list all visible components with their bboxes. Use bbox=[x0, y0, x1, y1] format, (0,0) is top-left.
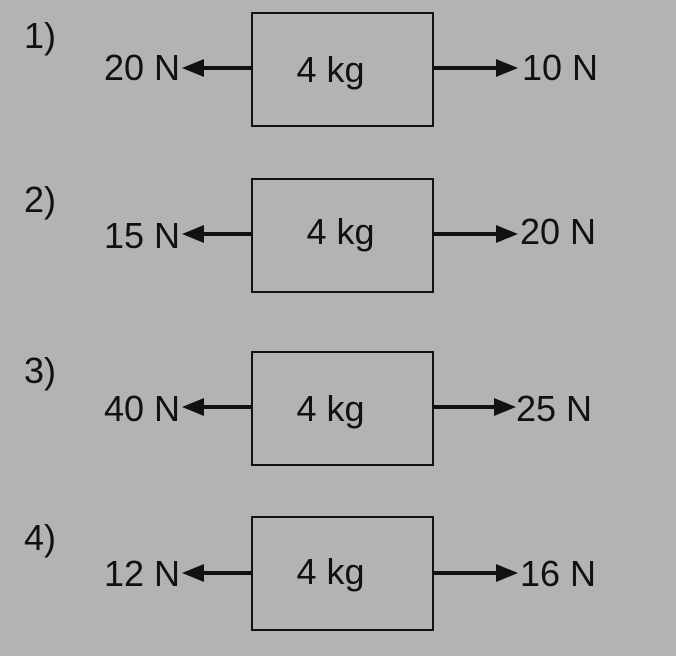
mass-box: 4 kg bbox=[251, 12, 434, 127]
right-force-label: 10 N bbox=[522, 47, 599, 88]
mass-box: 4 kg bbox=[251, 516, 434, 631]
left-force-arrow-icon bbox=[182, 564, 251, 582]
problem-3: 3) 4 kg 40 N 25 N bbox=[0, 351, 676, 491]
problem-number: 4) bbox=[24, 517, 57, 558]
mass-label: 4 kg bbox=[296, 388, 365, 429]
left-force-label: 15 N bbox=[103, 215, 180, 256]
mass-box: 4 kg bbox=[251, 178, 434, 293]
problem-2: 2) 4 kg 15 N 20 N bbox=[0, 178, 676, 318]
right-force-arrow-icon bbox=[434, 59, 518, 77]
problem-number: 3) bbox=[24, 350, 57, 391]
mass-label: 4 kg bbox=[296, 49, 365, 90]
mass-box: 4 kg bbox=[251, 351, 434, 466]
left-force-label: 40 N bbox=[103, 388, 180, 429]
right-force-label: 25 N bbox=[516, 388, 593, 429]
left-force-arrow-icon bbox=[182, 398, 251, 416]
problem-4: 4) 4 kg 12 N 16 N bbox=[0, 516, 676, 656]
left-force-label: 20 N bbox=[103, 47, 180, 88]
mass-label: 4 kg bbox=[296, 551, 365, 592]
left-force-arrow-icon bbox=[182, 225, 251, 243]
right-force-label: 16 N bbox=[520, 553, 597, 594]
left-force-arrow-icon bbox=[182, 59, 251, 77]
problem-number: 1) bbox=[24, 15, 57, 56]
right-force-arrow-icon bbox=[434, 225, 518, 243]
right-force-label: 20 N bbox=[520, 211, 597, 252]
right-force-arrow-icon bbox=[434, 564, 518, 582]
right-force-arrow-icon bbox=[434, 398, 516, 416]
problem-1: 1) 4 kg 20 N 10 N bbox=[0, 12, 676, 152]
problem-number: 2) bbox=[24, 179, 57, 220]
mass-label: 4 kg bbox=[306, 211, 375, 252]
left-force-label: 12 N bbox=[103, 553, 180, 594]
